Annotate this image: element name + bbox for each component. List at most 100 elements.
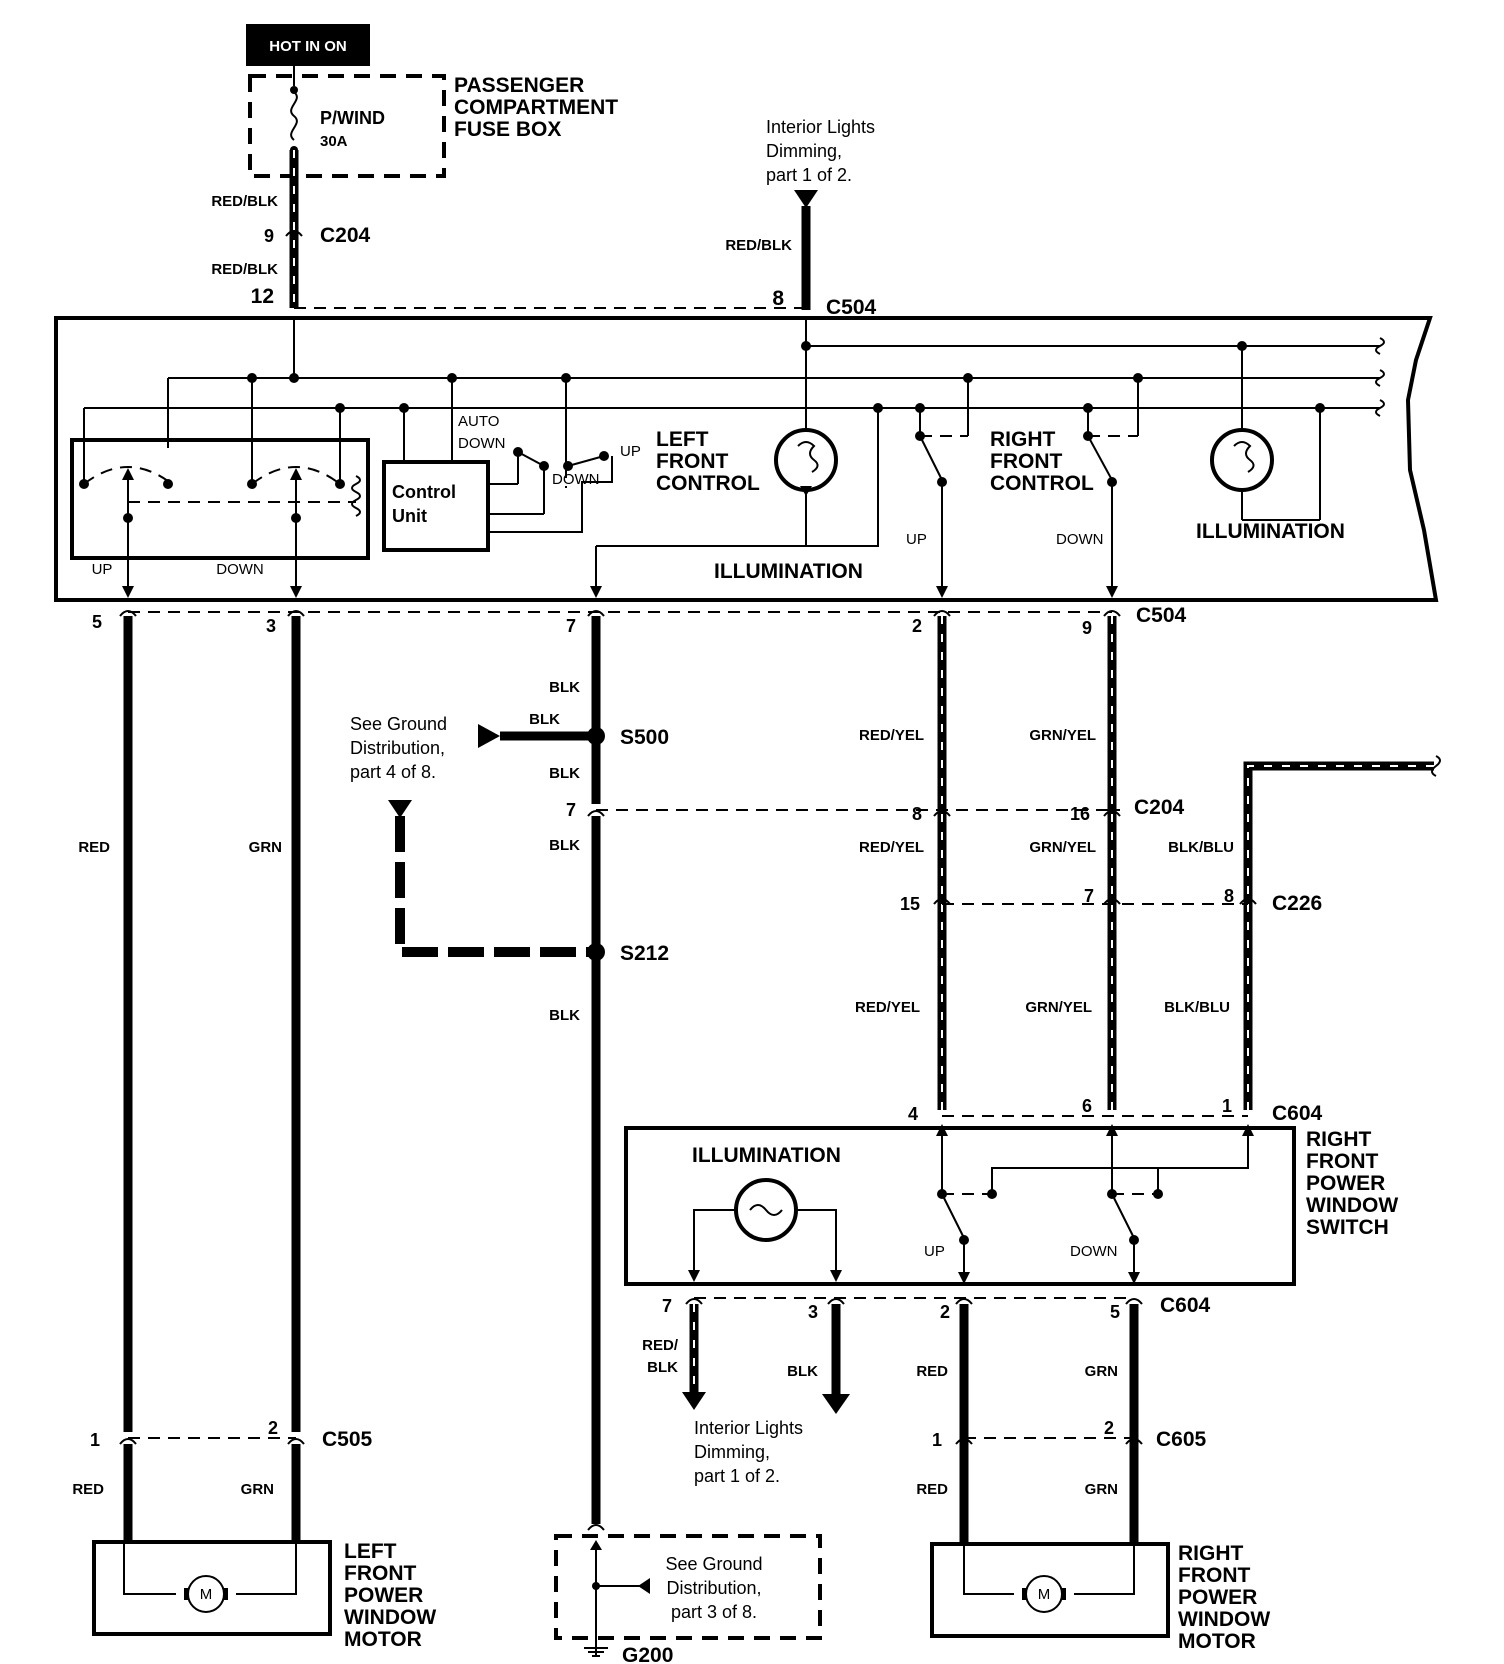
connector-c204-mid: C204 bbox=[1134, 796, 1185, 819]
connector-c226: C226 bbox=[1272, 892, 1322, 915]
coil-icon bbox=[351, 475, 361, 517]
fuse-box-label-3: FUSE BOX bbox=[454, 118, 561, 141]
fuse-rating: 30A bbox=[320, 133, 348, 150]
lamp-icon-right-switch bbox=[688, 1178, 842, 1282]
right-switch-down-label: DOWN bbox=[1070, 1243, 1118, 1260]
lamp-icon-right bbox=[1210, 428, 1320, 521]
wire-label-blk-4: BLK bbox=[549, 1007, 580, 1024]
left-down-label: DOWN bbox=[216, 561, 264, 578]
interior-top-line1: Interior Lights bbox=[766, 117, 875, 137]
wire-label-blk-blu-2: BLK/BLU bbox=[1164, 999, 1230, 1016]
left-switch-box bbox=[70, 438, 370, 560]
pin-7-c226: 7 bbox=[1084, 886, 1094, 906]
pin-9-c204: 9 bbox=[264, 226, 274, 246]
pin-7-c204: 7 bbox=[566, 800, 576, 820]
ground-icon-g200 bbox=[584, 1647, 608, 1657]
left-up-label: UP bbox=[92, 561, 113, 578]
auto-down-label: DOWN bbox=[458, 435, 506, 452]
fuse-name: P/WIND bbox=[320, 108, 385, 128]
left-motor-label-4: WINDOW bbox=[344, 1606, 436, 1629]
interior-top-line2: Dimming, bbox=[766, 141, 842, 161]
interior-bottom-line1: Interior Lights bbox=[694, 1418, 803, 1438]
wire-label-red-yel-3: RED/YEL bbox=[855, 999, 920, 1016]
pin-3-c504: 3 bbox=[266, 616, 276, 636]
ground-g200-line3: part 3 of 8. bbox=[671, 1602, 757, 1622]
pin-1-c605: 1 bbox=[932, 1430, 942, 1450]
right-front-control-switches bbox=[915, 431, 1138, 598]
ground-g200-line2: Distribution, bbox=[666, 1578, 761, 1598]
wire-label-red-blk-1: RED/BLK bbox=[211, 193, 278, 210]
connector-marks-c204-mid bbox=[933, 810, 1121, 817]
pin-5-c604: 5 bbox=[1110, 1302, 1120, 1322]
right-motor-label-2: FRONT bbox=[1178, 1564, 1250, 1587]
wire-label-grn-yel-1: GRN/YEL bbox=[1029, 727, 1096, 744]
left-motor-label-5: MOTOR bbox=[344, 1628, 422, 1651]
connector-mark-c204-top bbox=[285, 230, 303, 237]
wire-label-blk-blu-1: BLK/BLU bbox=[1168, 839, 1234, 856]
pin-12: 12 bbox=[251, 285, 274, 308]
connector-c504-top: C504 bbox=[826, 296, 877, 319]
pin-7-c504: 7 bbox=[566, 616, 576, 636]
wire-label-blk-s500: BLK bbox=[529, 711, 560, 728]
wire-label-red-4: RED bbox=[916, 1481, 948, 1498]
auto-down-label-2: DOWN bbox=[552, 471, 600, 488]
connector-c504-bottom: C504 bbox=[1136, 604, 1187, 627]
break-marks bbox=[1375, 337, 1385, 417]
interior-top-line3: part 1 of 2. bbox=[766, 165, 852, 185]
fuse-box-label-2: COMPARTMENT bbox=[454, 96, 618, 119]
pin-3-c604: 3 bbox=[808, 1302, 818, 1322]
pin-5-c504: 5 bbox=[92, 612, 102, 632]
right-switch-up-label: UP bbox=[924, 1243, 945, 1260]
right-motor-label-3: POWER bbox=[1178, 1586, 1257, 1609]
lamp-icon-left bbox=[774, 428, 838, 546]
right-motor-label-4: WINDOW bbox=[1178, 1608, 1270, 1631]
control-unit-box bbox=[382, 460, 490, 552]
right-switch-internal bbox=[936, 1124, 1254, 1284]
right-motor-label-5: MOTOR bbox=[1178, 1630, 1256, 1653]
fuse-icon bbox=[290, 66, 298, 154]
break-mark-blk-blu bbox=[1431, 755, 1441, 777]
right-switch-label-2: FRONT bbox=[1306, 1150, 1378, 1173]
right-front-control-3: CONTROL bbox=[990, 472, 1094, 495]
auto-label: AUTO bbox=[458, 413, 499, 430]
wire-label-red-blk-3: RED/BLK bbox=[725, 237, 792, 254]
left-front-control-2: FRONT bbox=[656, 450, 728, 473]
left-motor-box bbox=[92, 1540, 332, 1636]
pin-1-c604: 1 bbox=[1222, 1096, 1232, 1116]
arrow-interior-top bbox=[794, 190, 818, 208]
motor-symbol-right: M bbox=[1038, 1586, 1051, 1603]
wire-label-grn-2: GRN bbox=[241, 1481, 274, 1498]
splice-s212 bbox=[587, 943, 605, 961]
connector-c204-top: C204 bbox=[320, 224, 371, 247]
pin-2-c605: 2 bbox=[1104, 1418, 1114, 1438]
wire-label-blk-5: BLK bbox=[787, 1363, 818, 1380]
wire-label-red-blk-split-2: BLK bbox=[647, 1359, 678, 1376]
wire-red-blk-interior-bottom bbox=[682, 1304, 706, 1410]
right-motor-box bbox=[930, 1542, 1170, 1638]
wire-label-grn-yel-3: GRN/YEL bbox=[1025, 999, 1092, 1016]
wire-label-grn-1: GRN bbox=[249, 839, 282, 856]
hot-in-on-label: HOT IN ON bbox=[269, 38, 347, 55]
pin-2-c505: 2 bbox=[268, 1418, 278, 1438]
pin-16-c204: 16 bbox=[1070, 804, 1090, 824]
arrow-ground-s500 bbox=[478, 724, 500, 748]
right-switch-label-4: WINDOW bbox=[1306, 1194, 1398, 1217]
pin-15-c226: 15 bbox=[900, 894, 920, 914]
wire-label-red-blk-split-1: RED/ bbox=[642, 1337, 679, 1354]
left-motor-label-1: LEFT bbox=[344, 1540, 397, 1563]
wire-label-red-2: RED bbox=[72, 1481, 104, 1498]
pin-8-c204: 8 bbox=[912, 804, 922, 824]
connector-marks-c226 bbox=[933, 898, 1257, 905]
right-front-control-1: RIGHT bbox=[990, 428, 1056, 451]
left-motor-label-3: POWER bbox=[344, 1584, 423, 1607]
ground-g200-box bbox=[554, 1534, 822, 1640]
pin-6-c604: 6 bbox=[1082, 1096, 1092, 1116]
pin-8-c504: 8 bbox=[772, 287, 784, 310]
interior-bottom-line3: part 1 of 2. bbox=[694, 1466, 780, 1486]
wire-label-grn-4: GRN bbox=[1085, 1481, 1118, 1498]
illum-ground-line bbox=[596, 408, 879, 547]
control-unit-label-2: Unit bbox=[392, 506, 427, 526]
master-switch-internal-wiring bbox=[83, 318, 1380, 546]
ground-g200-line1: See Ground bbox=[665, 1554, 762, 1574]
wire-label-blk-2: BLK bbox=[549, 765, 580, 782]
